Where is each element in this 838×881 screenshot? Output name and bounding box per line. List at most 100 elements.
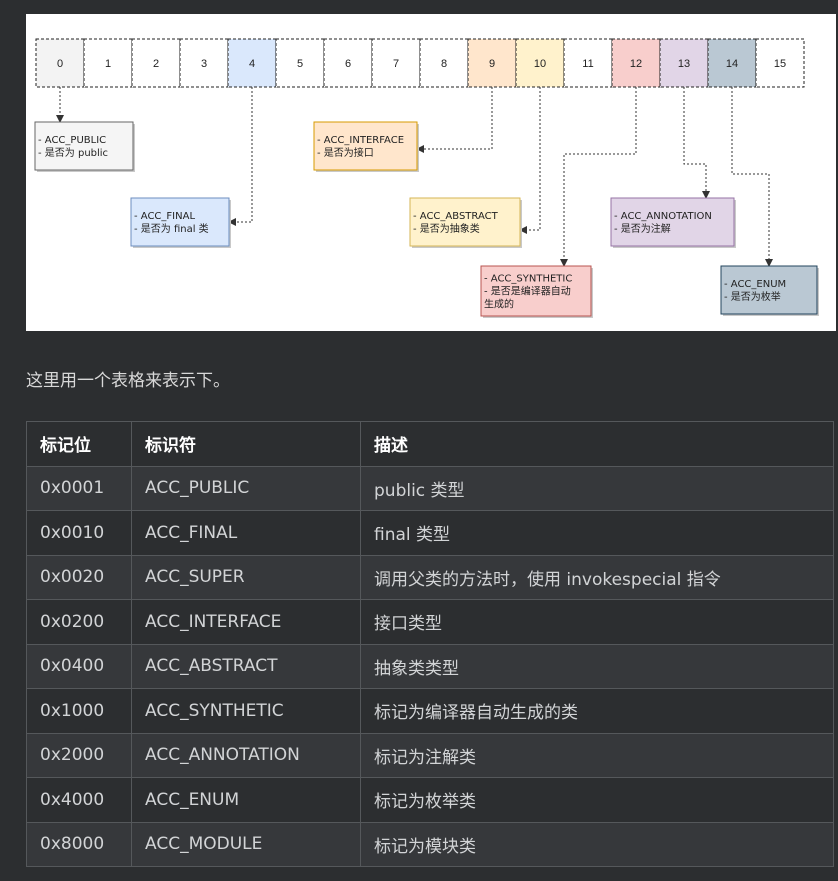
flag-note-box-bit-14: - ACC_ENUM- 是否为枚举 xyxy=(720,265,819,316)
flag-identifier-cell: ACC_MODULE xyxy=(131,821,361,867)
bit-cell-0: 0 xyxy=(35,38,85,88)
flag-note-line: - ACC_PUBLIC xyxy=(38,135,106,146)
bit-label: 15 xyxy=(774,58,786,70)
bit-label: 5 xyxy=(297,58,303,70)
access-flags-table: 标记位 标识符 描述 0x0001 ACC_PUBLIC public 类型 0… xyxy=(26,421,834,867)
flag-note-line: - 是否是编译器自动 xyxy=(484,285,571,298)
flag-value-cell: 0x0001 xyxy=(26,465,132,511)
bit-label: 3 xyxy=(201,58,207,70)
bit-label: 9 xyxy=(489,58,495,70)
flag-note-line: - ACC_FINAL xyxy=(134,211,195,222)
bit-cell-2: 2 xyxy=(131,38,181,88)
flag-note-box-bit-9: - ACC_INTERFACE- 是否为接口 xyxy=(313,121,419,172)
bit-cell-7: 7 xyxy=(371,38,421,88)
bit-label: 11 xyxy=(582,58,593,70)
bit-label: 13 xyxy=(678,58,690,70)
flag-note-line: - ACC_ENUM xyxy=(724,279,786,290)
bit-label: 12 xyxy=(630,58,642,70)
flag-identifier-cell: ACC_SYNTHETIC xyxy=(131,688,361,734)
flag-value-cell: 0x8000 xyxy=(26,821,132,867)
bit-cell-5: 5 xyxy=(275,38,325,88)
connector-arrow-bit-14 xyxy=(731,87,773,267)
flag-note-line: - ACC_ANNOTATION xyxy=(614,211,712,222)
flag-description-cell: 标记为编译器自动生成的类 xyxy=(360,688,834,734)
flag-value-cell: 0x0200 xyxy=(26,599,132,645)
flag-note-line: - 是否为 final 类 xyxy=(134,222,209,235)
table-row: 0x0010 ACC_FINAL final 类型 xyxy=(26,510,834,556)
flag-value-cell: 0x0400 xyxy=(26,643,132,689)
bit-cell-6: 6 xyxy=(323,38,373,88)
flag-note-line: - 是否为枚举 xyxy=(724,290,781,303)
flag-note-line: - 是否为 public xyxy=(38,147,108,159)
flag-note-line: - 是否为注解 xyxy=(614,222,671,235)
flag-identifier-cell: ACC_INTERFACE xyxy=(131,599,361,645)
connector-arrow-bit-13 xyxy=(683,87,710,199)
flag-identifier-cell: ACC_PUBLIC xyxy=(131,465,361,511)
bit-cell-10: 10 xyxy=(515,38,565,88)
bit-cell-15: 15 xyxy=(755,38,805,88)
flag-note-line: - ACC_SYNTHETIC xyxy=(484,274,572,285)
flag-value-cell: 0x1000 xyxy=(26,688,132,734)
bit-label: 0 xyxy=(57,58,63,70)
flag-description-cell: public 类型 xyxy=(360,465,834,511)
table-row: 0x4000 ACC_ENUM 标记为枚举类 xyxy=(26,777,834,823)
flag-identifier-cell: ACC_FINAL xyxy=(131,510,361,556)
flag-note-line: - 是否为抽象类 xyxy=(413,222,480,235)
bit-label: 10 xyxy=(534,58,546,70)
flag-description-cell: 标记为注解类 xyxy=(360,732,834,778)
flag-identifier-cell: ACC_SUPER xyxy=(131,554,361,600)
flag-description-cell: 标记为模块类 xyxy=(360,821,834,867)
flag-note-line: - ACC_INTERFACE xyxy=(317,135,404,146)
flag-note-line: - ACC_ABSTRACT xyxy=(413,211,499,222)
column-header-flag-bit: 标记位 xyxy=(26,421,132,467)
flag-identifier-cell: ACC_ABSTRACT xyxy=(131,643,361,689)
flag-value-cell: 0x0020 xyxy=(26,554,132,600)
bit-label: 4 xyxy=(249,58,255,70)
flag-description-cell: final 类型 xyxy=(360,510,834,556)
table-row: 0x0200 ACC_INTERFACE 接口类型 xyxy=(26,599,834,645)
flag-identifier-cell: ACC_ENUM xyxy=(131,777,361,823)
connector-arrow-bit-10 xyxy=(519,87,541,234)
bit-cell-13: 13 xyxy=(659,38,709,88)
bit-label: 7 xyxy=(393,58,399,70)
flag-description-cell: 标记为枚举类 xyxy=(360,777,834,823)
table-row: 0x0400 ACC_ABSTRACT 抽象类类型 xyxy=(26,643,834,689)
table-row: 0x0001 ACC_PUBLIC public 类型 xyxy=(26,465,834,511)
bit-label: 2 xyxy=(153,58,159,70)
connector-arrow-bit-12 xyxy=(560,87,637,267)
bit-label: 8 xyxy=(441,58,447,70)
table-row: 0x2000 ACC_ANNOTATION 标记为注解类 xyxy=(26,732,834,778)
flag-value-cell: 0x4000 xyxy=(26,777,132,823)
bit-cell-8: 8 xyxy=(419,38,469,88)
column-header-identifier: 标识符 xyxy=(131,421,361,467)
bit-cell-9: 9 xyxy=(467,38,517,88)
bit-label: 14 xyxy=(726,58,738,70)
flag-note-box-bit-4: - ACC_FINAL- 是否为 final 类 xyxy=(130,197,231,248)
flag-note-line: 生成的 xyxy=(484,298,514,311)
flag-identifier-cell: ACC_ANNOTATION xyxy=(131,732,361,778)
table-row: 0x1000 ACC_SYNTHETIC 标记为编译器自动生成的类 xyxy=(26,688,834,734)
flag-value-cell: 0x2000 xyxy=(26,732,132,778)
table-header-row: 标记位 标识符 描述 xyxy=(26,421,834,467)
flag-value-cell: 0x0010 xyxy=(26,510,132,556)
flag-note-line: - 是否为接口 xyxy=(317,146,374,159)
connector-arrow-bit-9 xyxy=(416,87,493,153)
flag-description-cell: 调用父类的方法时，使用 invokespecial 指令 xyxy=(360,554,834,600)
table-row: 0x8000 ACC_MODULE 标记为模块类 xyxy=(26,821,834,867)
bit-cell-4: 4 xyxy=(227,38,277,88)
flag-note-box-bit-0: - ACC_PUBLIC- 是否为 public xyxy=(34,121,135,172)
column-header-description: 描述 xyxy=(360,421,834,467)
bit-cell-12: 12 xyxy=(611,38,661,88)
table-row: 0x0020 ACC_SUPER 调用父类的方法时，使用 invokespeci… xyxy=(26,554,834,600)
bit-label: 6 xyxy=(345,58,351,70)
intro-text: 这里用一个表格来表示下。 xyxy=(26,371,230,391)
bit-cell-11: 11 xyxy=(563,38,613,88)
flag-description-cell: 接口类型 xyxy=(360,599,834,645)
flag-note-box-bit-10: - ACC_ABSTRACT- 是否为抽象类 xyxy=(409,197,522,248)
flag-note-box-bit-13: - ACC_ANNOTATION- 是否为注解 xyxy=(610,197,736,248)
connector-arrow-bit-4 xyxy=(228,87,253,226)
